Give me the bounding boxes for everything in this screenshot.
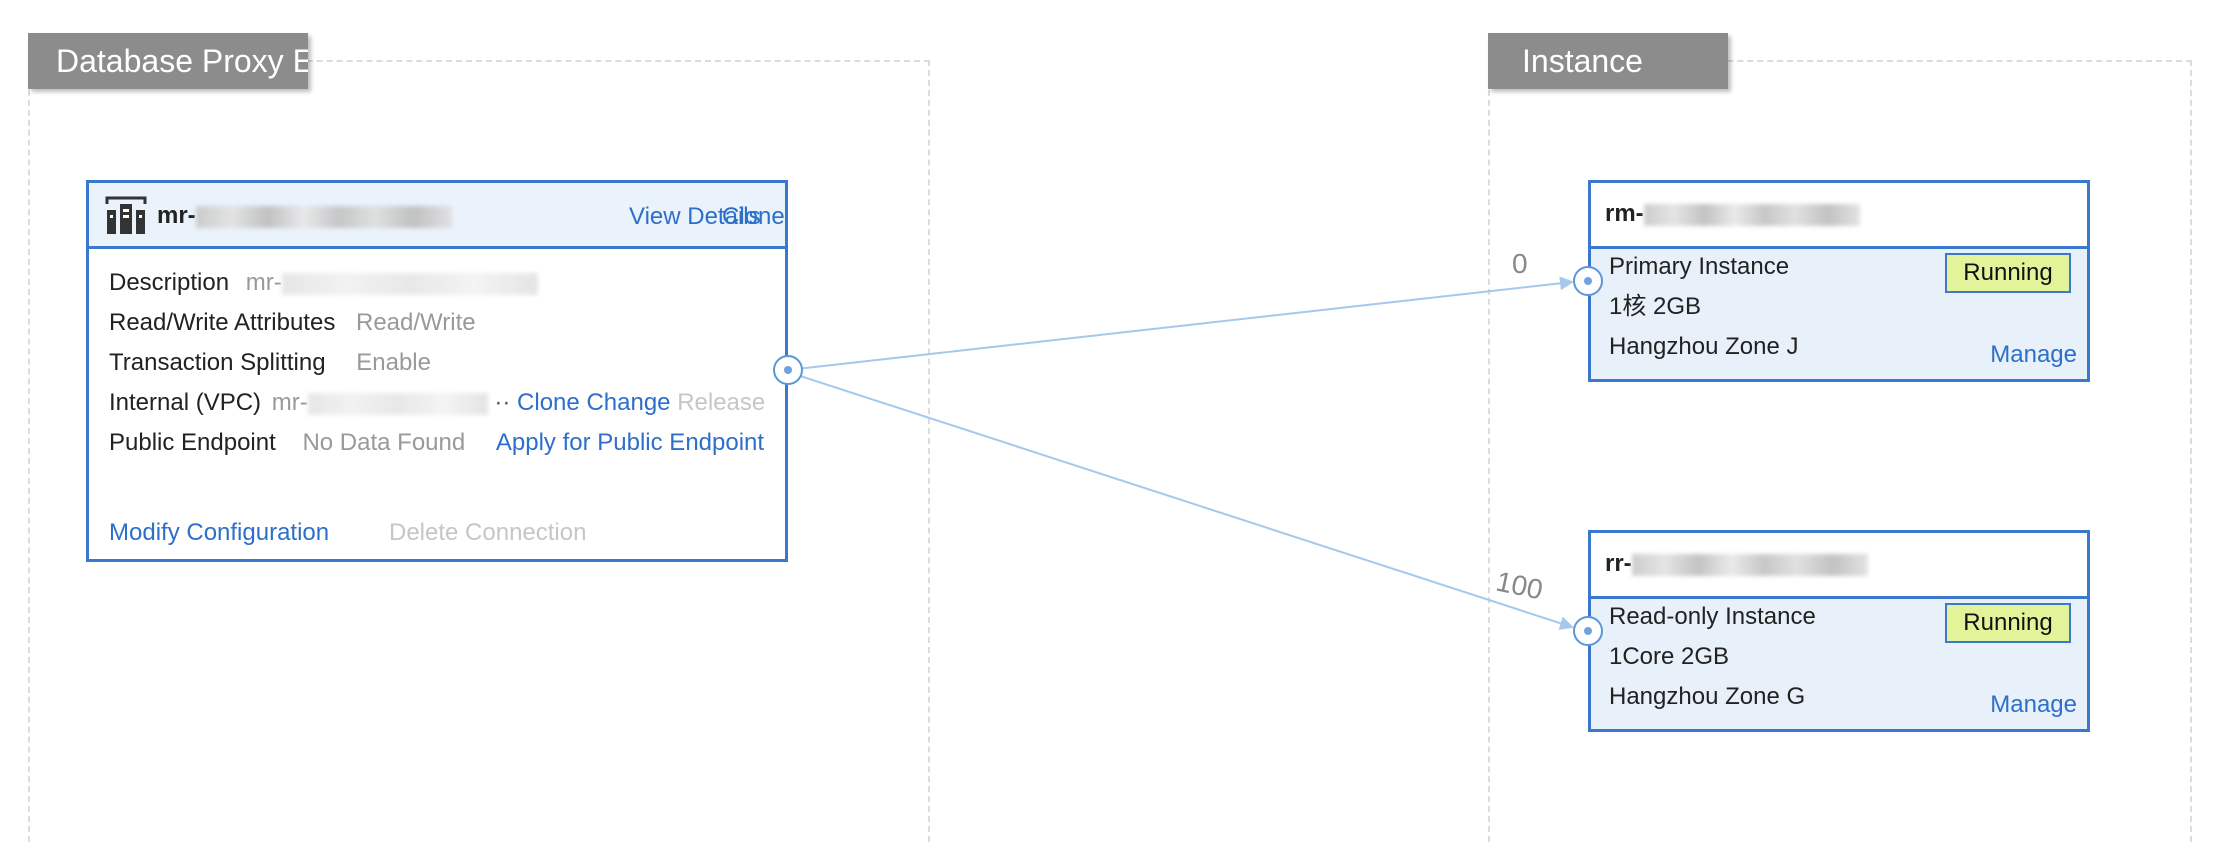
proxy-server-icon bbox=[105, 196, 147, 234]
primary-input-port[interactable] bbox=[1573, 266, 1603, 296]
apply-public-endpoint-link[interactable]: Apply for Public Endpoint bbox=[495, 429, 765, 456]
transaction-splitting-row: Transaction Splitting Enable bbox=[109, 345, 431, 381]
proxy-id: mr- bbox=[157, 201, 452, 231]
description-label: Description bbox=[109, 269, 230, 296]
connection-lines bbox=[787, 276, 1574, 630]
topology-canvas: Database Proxy E Instance 0 100 bbox=[28, 33, 2192, 842]
view-details-link[interactable]: View Details bbox=[629, 203, 761, 230]
primary-instance-role: Primary Instance bbox=[1609, 253, 1790, 280]
modify-configuration-link[interactable]: Modify Configuration bbox=[109, 519, 330, 546]
readonly-instance-card: rr- Read-only Instance 1Core 2GB Hangzho… bbox=[1588, 530, 2090, 732]
primary-instance-spec: 1核 2GB bbox=[1609, 293, 1702, 320]
primary-instance-header: rm- bbox=[1591, 183, 2087, 249]
vpc-clone-link[interactable]: Clone bbox=[517, 389, 580, 416]
proxy-section-title: Database Proxy E bbox=[28, 33, 308, 89]
instance-zone bbox=[1488, 60, 2192, 842]
public-endpoint-label: Public Endpoint bbox=[109, 429, 276, 456]
proxy-card: mr- View Details Clone Description mr- R… bbox=[86, 180, 788, 562]
proxy-id-prefix: mr- bbox=[157, 202, 196, 229]
vpc-label: Internal (VPC) bbox=[109, 389, 262, 416]
vpc-value: mr- bbox=[271, 389, 308, 416]
readonly-manage-link[interactable]: Manage bbox=[1990, 691, 2077, 718]
redacted-description bbox=[281, 272, 538, 295]
readonly-instance-spec: 1Core 2GB bbox=[1609, 643, 1730, 670]
primary-status-badge: Running bbox=[1945, 253, 2071, 293]
connector-to-primary bbox=[787, 276, 1574, 371]
readonly-instance-id: rr- bbox=[1605, 549, 1868, 579]
public-endpoint-value: No Data Found bbox=[302, 429, 466, 456]
proxy-zone bbox=[28, 60, 930, 842]
redacted-readonly-id bbox=[1631, 553, 1868, 576]
transaction-splitting-label: Transaction Splitting bbox=[109, 349, 326, 376]
primary-manage-link[interactable]: Manage bbox=[1990, 341, 2077, 368]
readonly-instance-role: Read-only Instance bbox=[1609, 603, 1816, 630]
proxy-card-header: mr- View Details Clone bbox=[89, 183, 785, 249]
instance-section-title: Instance bbox=[1488, 33, 1728, 89]
connector-to-readonly bbox=[787, 371, 1574, 630]
redacted-primary-id bbox=[1643, 203, 1860, 226]
primary-instance-card: rm- Primary Instance 1核 2GB Hangzhou Zon… bbox=[1588, 180, 2090, 382]
vpc-ellipsis: ·· bbox=[494, 389, 511, 416]
clone-link[interactable]: Clone bbox=[722, 203, 785, 230]
weight-primary: 0 bbox=[1512, 248, 1528, 279]
transaction-splitting-value: Enable bbox=[356, 349, 431, 376]
primary-instance-id-prefix: rm- bbox=[1605, 200, 1644, 227]
public-endpoint-row: Public Endpoint No Data Found Apply for … bbox=[109, 425, 764, 461]
proxy-output-port[interactable] bbox=[773, 355, 803, 385]
description-value: mr- bbox=[245, 269, 282, 296]
rw-attributes-row: Read/Write Attributes Read/Write bbox=[109, 305, 476, 341]
description-row: Description mr- bbox=[109, 265, 538, 301]
readonly-input-port[interactable] bbox=[1573, 616, 1603, 646]
redacted-vpc-endpoint bbox=[307, 392, 488, 415]
readonly-instance-id-prefix: rr- bbox=[1605, 550, 1632, 577]
primary-instance-id: rm- bbox=[1605, 199, 1860, 229]
readonly-status-badge: Running bbox=[1945, 603, 2071, 643]
readonly-instance-zone: Hangzhou Zone G bbox=[1609, 683, 1806, 710]
readonly-instance-header: rr- bbox=[1591, 533, 2087, 599]
vpc-release-link[interactable]: Release bbox=[677, 389, 766, 416]
rw-attributes-label: Read/Write Attributes bbox=[109, 309, 336, 336]
primary-instance-zone: Hangzhou Zone J bbox=[1609, 333, 1799, 360]
rw-attributes-value: Read/Write bbox=[356, 309, 476, 336]
redacted-proxy-id bbox=[195, 205, 452, 228]
vpc-row: Internal (VPC) mr- ·· Clone Change Relea… bbox=[109, 385, 765, 421]
vpc-change-link[interactable]: Change bbox=[586, 389, 671, 416]
delete-connection-link[interactable]: Delete Connection bbox=[389, 519, 587, 546]
